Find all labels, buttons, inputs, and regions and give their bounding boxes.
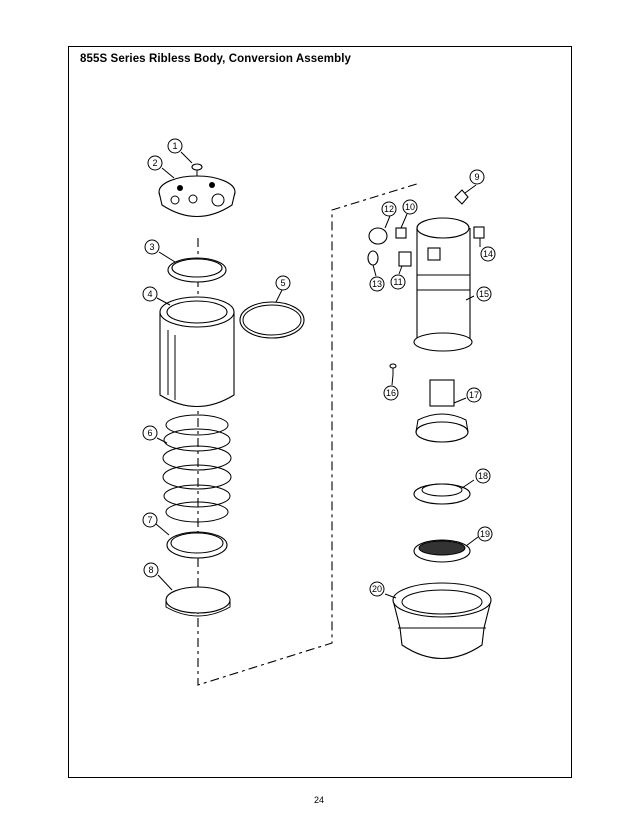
part-9 — [454, 189, 469, 205]
svg-text:7: 7 — [147, 515, 152, 525]
diagram-frame — [68, 46, 572, 778]
callout-10: 10 — [402, 199, 418, 215]
part-18 — [413, 483, 471, 505]
callout-20: 20 — [369, 581, 385, 597]
part-o-ring — [239, 301, 305, 339]
callout-13: 13 — [369, 276, 385, 292]
svg-text:20: 20 — [372, 584, 382, 594]
part-mesh-screen — [413, 539, 471, 563]
svg-text:5: 5 — [280, 278, 285, 288]
svg-text:14: 14 — [483, 249, 493, 259]
svg-text:1: 1 — [172, 141, 177, 151]
part-disc-plate — [158, 175, 236, 217]
callout-1: 1 — [167, 138, 183, 154]
callout-17: 17 — [466, 387, 482, 403]
svg-text:15: 15 — [479, 289, 489, 299]
callout-15: 15 — [476, 286, 492, 302]
svg-text:18: 18 — [478, 471, 488, 481]
page-title: 855S Series Ribless Body, Conversion Ass… — [80, 53, 352, 65]
svg-text:17: 17 — [469, 390, 479, 400]
callout-5: 5 — [275, 275, 291, 291]
assembly-path-line — [197, 182, 421, 686]
part-spring — [162, 414, 232, 523]
part-body-cylinder — [159, 296, 235, 408]
svg-text:9: 9 — [474, 172, 479, 182]
part-14 — [473, 226, 485, 239]
svg-text:10: 10 — [405, 202, 415, 212]
part-10 — [395, 227, 407, 239]
part-retainer-ring — [165, 586, 231, 617]
part-main-body — [413, 217, 473, 352]
callout-18: 18 — [475, 468, 491, 484]
callout-12: 12 — [381, 201, 397, 217]
leader-lines — [155, 151, 481, 599]
callout-16: 16 — [383, 385, 399, 401]
callout-9: 9 — [469, 169, 485, 185]
callout-7: 7 — [142, 512, 158, 528]
callout-6: 6 — [142, 425, 158, 441]
callout-11: 11 — [390, 274, 406, 290]
callout-3: 3 — [144, 239, 160, 255]
part-split-ring — [167, 257, 227, 283]
svg-text:11: 11 — [393, 277, 402, 287]
svg-text:13: 13 — [372, 279, 382, 289]
callout-14: 14 — [480, 246, 496, 262]
svg-text:12: 12 — [384, 204, 394, 214]
callout-4: 4 — [142, 286, 158, 302]
callout-19: 19 — [477, 526, 493, 542]
svg-text:3: 3 — [149, 242, 154, 252]
part-11 — [398, 251, 412, 267]
svg-text:6: 6 — [147, 428, 152, 438]
svg-text:2: 2 — [152, 158, 157, 168]
svg-text:4: 4 — [147, 289, 152, 299]
part-base-ring — [392, 582, 492, 660]
svg-text:16: 16 — [386, 388, 396, 398]
part-16 — [389, 363, 397, 375]
callout-8: 8 — [143, 562, 159, 578]
part-13 — [367, 250, 379, 266]
part-valve-gear — [415, 379, 469, 443]
callout-2: 2 — [147, 155, 163, 171]
svg-text:8: 8 — [148, 565, 153, 575]
part-flat-ring — [166, 531, 228, 559]
svg-text:19: 19 — [480, 529, 490, 539]
page-number: 24 — [313, 795, 324, 805]
part-screw — [191, 163, 203, 180]
part-12 — [368, 227, 388, 245]
